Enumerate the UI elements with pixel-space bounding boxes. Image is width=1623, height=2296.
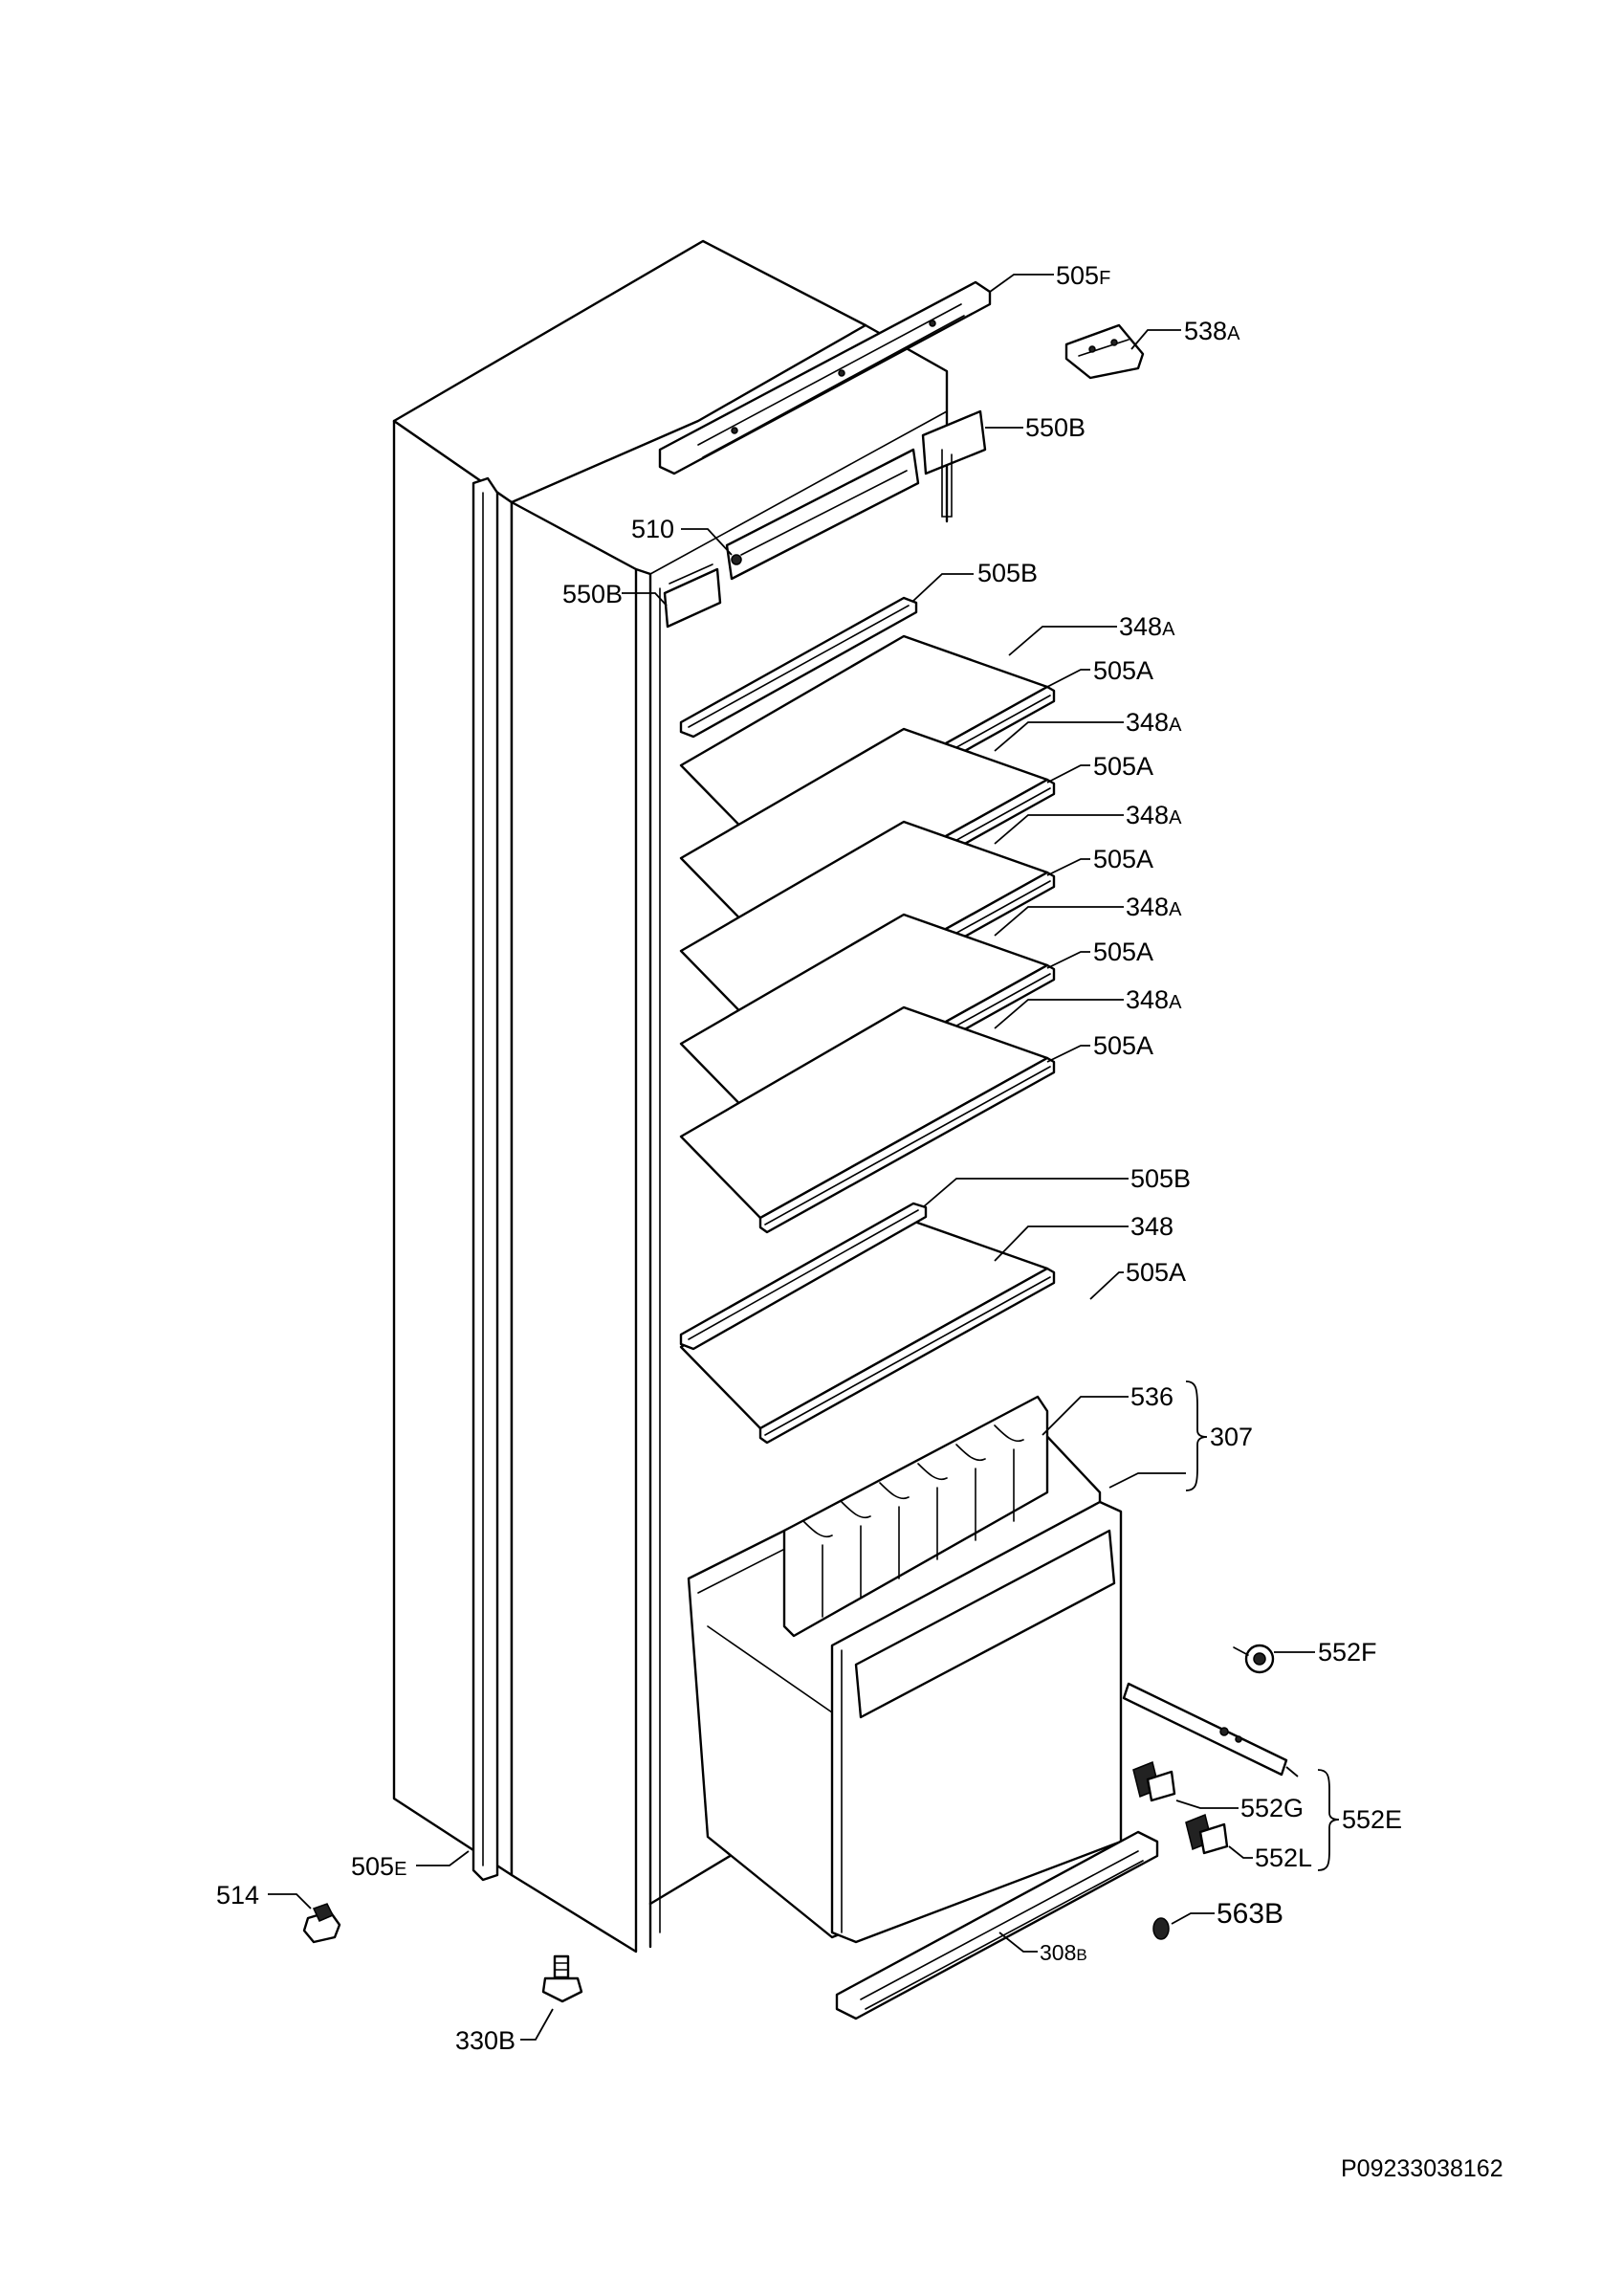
label-348a-2: 348A xyxy=(1126,708,1182,737)
bracket-538a[interactable] xyxy=(1064,323,1145,380)
door-seal-strip-505e[interactable] xyxy=(472,476,499,1882)
label-348a-4: 348A xyxy=(1126,893,1182,921)
label-505b-bottom: 505B xyxy=(1130,1164,1191,1193)
label-505a-3: 505A xyxy=(1093,845,1153,873)
top-hinge-rail-505f[interactable] xyxy=(658,280,992,475)
foot-514[interactable] xyxy=(302,1903,341,1944)
label-514: 514 xyxy=(216,1881,259,1910)
label-505a-4: 505A xyxy=(1093,938,1153,966)
label-552f: 552F xyxy=(1318,1638,1377,1667)
shelf-trim-505a[interactable] xyxy=(758,1056,1056,1234)
label-505a-1: 505A xyxy=(1093,656,1153,685)
label-505b-top: 505B xyxy=(977,559,1038,587)
label-307: 307 xyxy=(1210,1423,1253,1451)
label-505f: 505F xyxy=(1056,261,1110,290)
knob-552f[interactable] xyxy=(1233,1644,1275,1674)
label-330b: 330B xyxy=(455,2026,515,2055)
label-505a-5: 505A xyxy=(1093,1031,1153,1060)
drawer-assembly-307[interactable] xyxy=(687,1395,1123,1944)
label-505e: 505E xyxy=(351,1852,406,1881)
part-labels: 505F 538A 550B 510 550B 505B 348A 505A 3… xyxy=(216,261,1402,2055)
bottom-rail-308b[interactable] xyxy=(835,1830,1159,2020)
label-510: 510 xyxy=(631,515,674,543)
shelf-trim-505a[interactable] xyxy=(758,1267,1056,1445)
label-563b: 563B xyxy=(1217,1898,1283,1930)
shelf-trim-505b-top[interactable] xyxy=(679,596,918,739)
drawing-code: P09233038162 xyxy=(1341,2155,1503,2182)
light-cover-550b-top[interactable] xyxy=(921,409,987,518)
label-552l: 552L xyxy=(1255,1843,1312,1872)
light-unit-510[interactable] xyxy=(725,448,920,581)
label-348: 348 xyxy=(1130,1212,1173,1241)
label-552e: 552E xyxy=(1342,1805,1402,1834)
label-505a-2: 505A xyxy=(1093,752,1153,781)
label-550b-top: 550B xyxy=(1025,413,1086,442)
shelf-trim-505b-bottom[interactable] xyxy=(679,1202,928,1351)
leader-lines xyxy=(268,274,1340,2041)
clip-552g[interactable] xyxy=(1132,1760,1176,1802)
label-308b: 308B xyxy=(1040,1940,1087,1965)
label-536: 536 xyxy=(1130,1382,1173,1411)
label-348a-5: 348A xyxy=(1126,985,1182,1014)
clip-552l[interactable] xyxy=(1185,1813,1229,1855)
label-552g: 552G xyxy=(1240,1794,1304,1822)
foot-screw-330b[interactable] xyxy=(541,1954,583,2003)
screw-563b[interactable] xyxy=(1152,1917,1170,1940)
label-550b-left: 550B xyxy=(562,580,623,608)
rail-552g[interactable] xyxy=(1122,1682,1288,1777)
label-348a-1: 348A xyxy=(1119,612,1175,641)
light-cover-550b-left[interactable] xyxy=(663,563,722,629)
label-505a-6: 505A xyxy=(1126,1258,1186,1287)
label-538a: 538A xyxy=(1184,317,1240,345)
label-348a-3: 348A xyxy=(1126,801,1182,829)
